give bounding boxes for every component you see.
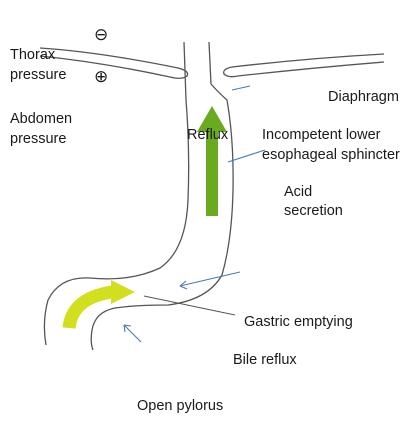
sphincter-pointer-line xyxy=(227,149,266,163)
thorax-pressure-label-line2: pressure xyxy=(10,67,67,83)
sphincter-label-line2: esophageal sphincter xyxy=(262,147,400,163)
acid-secretion-label-line1: Acid xyxy=(284,184,313,200)
diaphragm-right xyxy=(223,53,385,78)
stomach-outer-outline xyxy=(90,41,234,351)
abdomen-pressure-label-line1: Abdomen xyxy=(10,111,73,127)
abdomen-pressure-label-line2: pressure xyxy=(10,131,67,147)
bile-reflux-small-arrow xyxy=(123,324,142,343)
reflux-label: Reflux xyxy=(187,127,229,143)
reflux-arrow-icon xyxy=(197,106,227,216)
acid-secretion-label-line2: secretion xyxy=(284,203,343,219)
bile-reflux-label: Bile reflux xyxy=(233,352,297,368)
minus-circle-icon: ⊖ xyxy=(94,25,109,44)
diaphragm-pointer-line xyxy=(231,85,251,91)
gastric-emptying-pointer-line xyxy=(143,295,236,316)
plus-circle-icon: ⊕ xyxy=(94,67,109,86)
stomach-inner-outline xyxy=(43,41,190,346)
sphincter-label-line1: Incompetent lower xyxy=(262,127,381,143)
diaphragm-left xyxy=(39,47,189,79)
thorax-pressure-label-line1: Thorax xyxy=(10,47,56,63)
acid-secretion-arrow xyxy=(179,271,241,290)
bile-flow-arrow-icon xyxy=(62,280,135,330)
diaphragm-label: Diaphragm xyxy=(328,89,399,105)
open-pylorus-label: Open pylorus xyxy=(137,398,224,414)
gastric-emptying-label: Gastric emptying xyxy=(244,314,353,330)
